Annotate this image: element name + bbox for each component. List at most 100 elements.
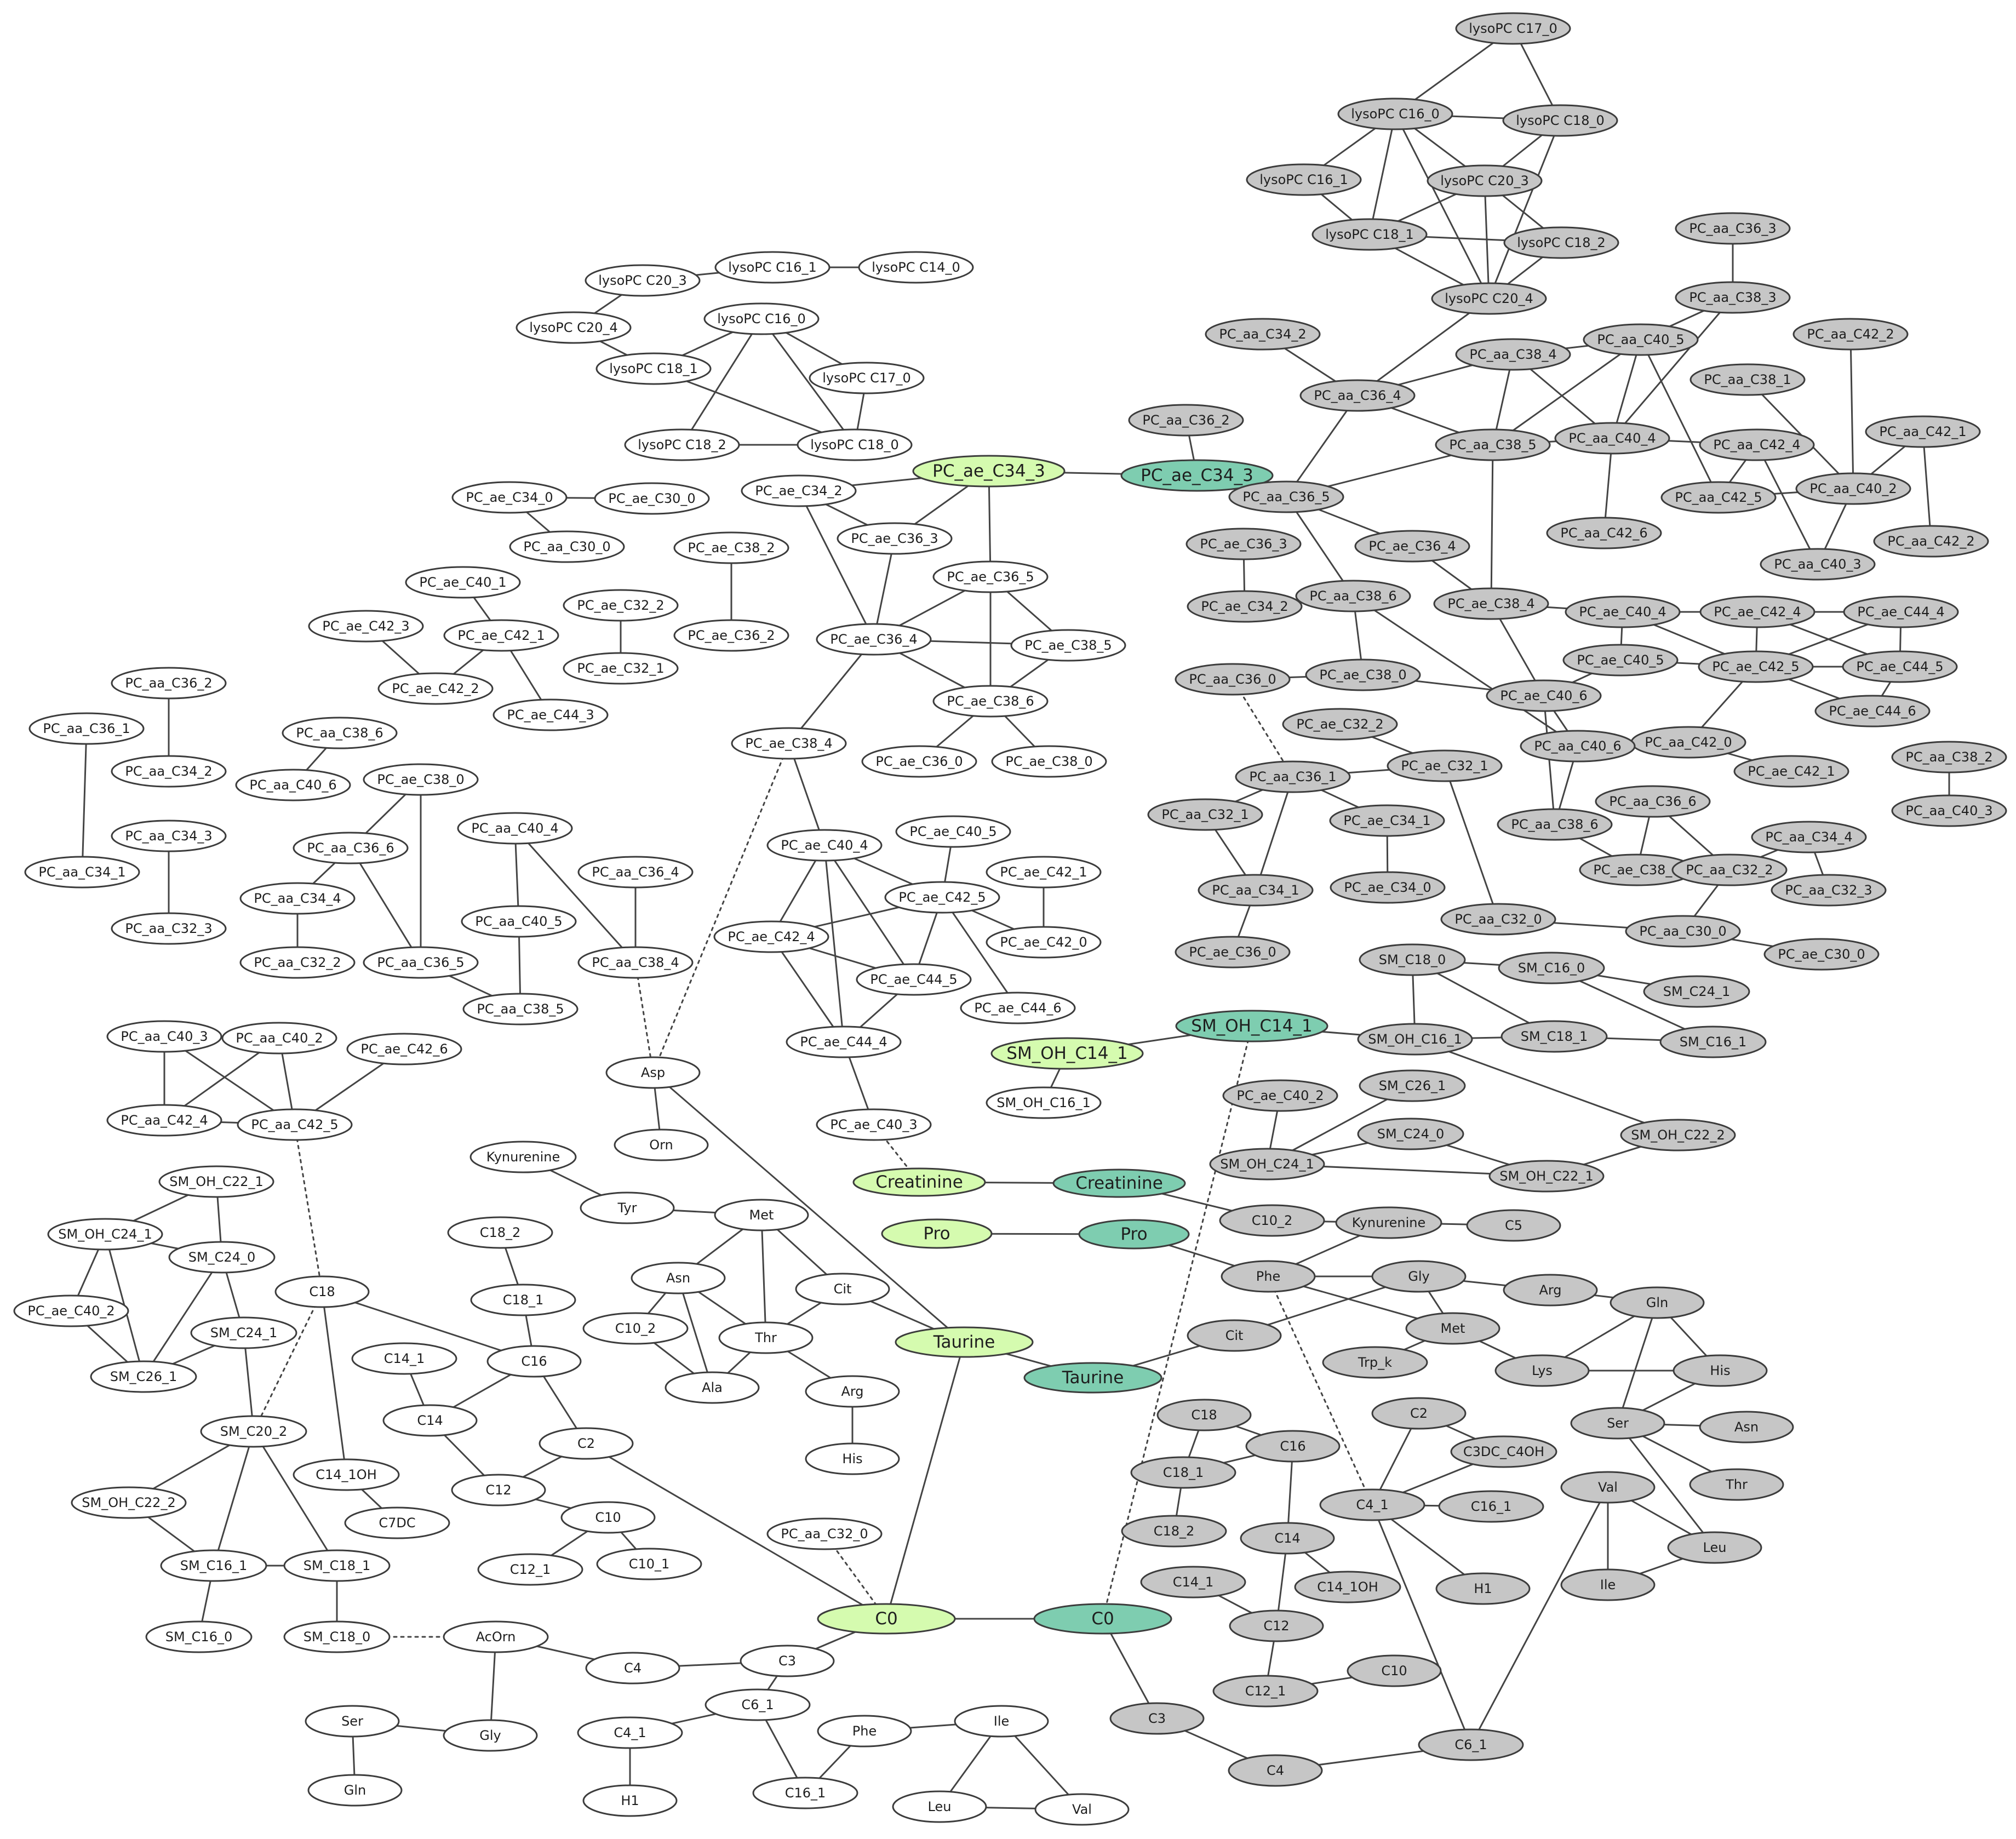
node-w_PCaa404[interactable]: PC_aa_C40_4 bbox=[457, 812, 573, 845]
node-g_His[interactable]: His bbox=[1673, 1354, 1768, 1387]
node-g_Thr[interactable]: Thr bbox=[1689, 1468, 1784, 1501]
node-w_H1[interactable]: H1 bbox=[582, 1784, 678, 1817]
node-w_lyso203[interactable]: lysoPC C20_3 bbox=[585, 264, 701, 297]
node-w_Met[interactable]: Met bbox=[714, 1199, 809, 1231]
node-w_Gln[interactable]: Gln bbox=[307, 1774, 403, 1807]
node-w_C3[interactable]: C3 bbox=[740, 1645, 835, 1677]
node-g_PCaa420[interactable]: PC_aa_C42_0 bbox=[1630, 726, 1746, 759]
node-w_C14[interactable]: C14 bbox=[382, 1404, 478, 1437]
node-w_PCaa342[interactable]: PC_aa_C34_2 bbox=[111, 755, 227, 788]
node-g_PCae405[interactable]: PC_ae_C40_5 bbox=[1562, 644, 1679, 677]
node-w_PCae382[interactable]: PC_ae_C38_2 bbox=[673, 531, 789, 564]
node-g_PCae300[interactable]: PC_ae_C30_0 bbox=[1763, 938, 1880, 971]
node-w_PCaa403[interactable]: PC_aa_C40_3 bbox=[106, 1020, 222, 1053]
node-g_Phe[interactable]: Phe bbox=[1221, 1260, 1316, 1293]
node-w_SMOH222[interactable]: SM_OH_C22_2 bbox=[71, 1486, 187, 1519]
node-g_C16[interactable]: C16 bbox=[1245, 1430, 1341, 1463]
node-g_C3DC[interactable]: C3DC_C4OH bbox=[1450, 1435, 1557, 1468]
node-g_PCaa364[interactable]: PC_aa_C36_4 bbox=[1299, 379, 1416, 412]
node-w_Cit[interactable]: Cit bbox=[795, 1273, 890, 1305]
node-w_C14_1OH[interactable]: C14_1OH bbox=[293, 1458, 400, 1491]
node-g_C4_1[interactable]: C4_1 bbox=[1319, 1488, 1425, 1521]
node-w_C2[interactable]: C2 bbox=[539, 1427, 634, 1460]
node-w_PCae420[interactable]: PC_ae_C42_0 bbox=[986, 926, 1102, 959]
node-w_Leu[interactable]: Leu bbox=[892, 1790, 987, 1823]
node-g_PCaa386b[interactable]: PC_aa_C38_6 bbox=[1497, 808, 1613, 841]
node-g_C3[interactable]: C3 bbox=[1109, 1702, 1205, 1735]
node-w_Thr[interactable]: Thr bbox=[718, 1321, 814, 1354]
node-g_lyso160[interactable]: lysoPC C16_0 bbox=[1337, 98, 1453, 130]
node-g_Ser[interactable]: Ser bbox=[1570, 1407, 1665, 1440]
node-g_PCae404[interactable]: PC_ae_C40_4 bbox=[1565, 595, 1681, 628]
node-g_PCaa365[interactable]: PC_aa_C36_5 bbox=[1228, 480, 1344, 513]
node-g_Asn[interactable]: Asn bbox=[1699, 1411, 1794, 1443]
node-w_Ser[interactable]: Ser bbox=[305, 1705, 400, 1738]
node-w_PCae425[interactable]: PC_ae_C42_5 bbox=[884, 881, 1000, 914]
node-g_PCaa422[interactable]: PC_aa_C42_2 bbox=[1792, 318, 1909, 351]
node-g_PCaa424[interactable]: PC_aa_C42_4 bbox=[1699, 428, 1815, 461]
node-t_Pro[interactable]: Pro bbox=[1078, 1219, 1190, 1250]
node-g_PCae342[interactable]: PC_ae_C34_2 bbox=[1187, 590, 1303, 623]
node-w_PCae421[interactable]: PC_ae_C42_1 bbox=[443, 619, 559, 652]
node-g_PCaa322[interactable]: PC_aa_C32_2 bbox=[1671, 853, 1788, 886]
node-w_PCae401[interactable]: PC_ae_C40_1 bbox=[405, 566, 521, 599]
node-w_C6_1[interactable]: C6_1 bbox=[705, 1688, 811, 1721]
node-w_Kyn[interactable]: Kynurenine bbox=[469, 1141, 577, 1173]
node-g_Arg[interactable]: Arg bbox=[1503, 1274, 1598, 1307]
node-w_C10_2[interactable]: C10_2 bbox=[582, 1312, 689, 1345]
node-w_PCae446[interactable]: PC_ae_C44_6 bbox=[960, 992, 1076, 1024]
node-w_SMOH241[interactable]: SM_OH_C24_1 bbox=[47, 1218, 163, 1251]
node-w_Ile[interactable]: Ile bbox=[954, 1705, 1049, 1738]
node-g_C10[interactable]: C10 bbox=[1347, 1654, 1442, 1687]
node-g_SMOH241[interactable]: SM_OH_C24_1 bbox=[1209, 1148, 1325, 1181]
node-lg_SMOH141[interactable]: SM_OH_C14_1 bbox=[990, 1037, 1144, 1070]
node-g_C5[interactable]: C5 bbox=[1466, 1209, 1561, 1242]
node-g_PCaa300[interactable]: PC_aa_C30_0 bbox=[1625, 915, 1741, 948]
node-g_PCae445[interactable]: PC_ae_C44_5 bbox=[1842, 650, 1958, 683]
node-w_PCae404[interactable]: PC_ae_C40_4 bbox=[766, 829, 883, 862]
node-g_PCaa421[interactable]: PC_aa_C42_1 bbox=[1865, 415, 1981, 448]
node-w_PCaa322[interactable]: PC_aa_C32_2 bbox=[239, 946, 356, 979]
node-w_C12[interactable]: C12 bbox=[451, 1474, 546, 1506]
node-lg_C0[interactable]: C0 bbox=[817, 1603, 956, 1635]
node-g_PCaa404[interactable]: PC_aa_C40_4 bbox=[1554, 422, 1670, 455]
node-g_PCae425[interactable]: PC_ae_C42_5 bbox=[1698, 650, 1814, 683]
node-w_Asn[interactable]: Asn bbox=[631, 1262, 726, 1294]
node-w_PCaa362[interactable]: PC_aa_C36_2 bbox=[111, 667, 227, 700]
node-lg_Taur[interactable]: Taurine bbox=[895, 1326, 1034, 1358]
node-lg_PCae343[interactable]: PC_ae_C34_3 bbox=[912, 455, 1066, 488]
node-w_PCae360[interactable]: PC_ae_C36_0 bbox=[861, 745, 977, 778]
node-g_lyso204[interactable]: lysoPC C20_4 bbox=[1431, 282, 1547, 315]
node-w_PCaa365[interactable]: PC_aa_C36_5 bbox=[363, 946, 479, 979]
node-g_lyso180[interactable]: lysoPC C18_0 bbox=[1502, 104, 1618, 137]
node-w_PCae380b[interactable]: PC_ae_C38_0 bbox=[363, 763, 479, 796]
node-w_PCae362[interactable]: PC_ae_C36_2 bbox=[673, 619, 789, 652]
node-w_PCae444[interactable]: PC_ae_C44_4 bbox=[786, 1026, 902, 1058]
node-w_SM241[interactable]: SM_C24_1 bbox=[190, 1316, 297, 1349]
node-g_Met[interactable]: Met bbox=[1405, 1312, 1500, 1345]
node-w_PCaa402[interactable]: PC_aa_C40_2 bbox=[221, 1022, 337, 1055]
node-g_PCaa323[interactable]: PC_aa_C32_3 bbox=[1771, 874, 1887, 907]
node-w_PCae340[interactable]: PC_ae_C34_0 bbox=[451, 481, 568, 514]
node-g_PCaa360[interactable]: PC_aa_C36_0 bbox=[1175, 663, 1291, 696]
node-g_PCaa321[interactable]: PC_aa_C32_1 bbox=[1147, 798, 1263, 831]
node-g_SM160[interactable]: SM_C16_0 bbox=[1498, 952, 1605, 984]
node-g_SMOH222[interactable]: SM_OH_C22_2 bbox=[1620, 1119, 1736, 1151]
node-w_SMOH161[interactable]: SM_OH_C16_1 bbox=[986, 1086, 1102, 1119]
node-g_PCaa403b[interactable]: PC_aa_C40_3 bbox=[1891, 794, 2007, 827]
node-w_PCaa384[interactable]: PC_aa_C38_4 bbox=[577, 946, 694, 979]
node-g_Ile[interactable]: Ile bbox=[1560, 1568, 1656, 1601]
node-g_PCaa342[interactable]: PC_aa_C34_2 bbox=[1205, 318, 1321, 351]
node-g_Gln[interactable]: Gln bbox=[1610, 1286, 1705, 1319]
node-g_PCae341[interactable]: PC_ae_C34_1 bbox=[1329, 804, 1445, 837]
node-w_PCae423[interactable]: PC_ae_C42_3 bbox=[308, 610, 424, 643]
node-g_Leu[interactable]: Leu bbox=[1667, 1531, 1762, 1564]
node-lg_Pro[interactable]: Pro bbox=[881, 1218, 993, 1249]
node-w_C18[interactable]: C18 bbox=[274, 1275, 370, 1308]
node-g_SM161[interactable]: SM_C16_1 bbox=[1659, 1026, 1767, 1058]
node-g_PCaa362[interactable]: PC_aa_C36_2 bbox=[1128, 404, 1244, 437]
node-g_SMOH221[interactable]: SM_OH_C22_1 bbox=[1488, 1160, 1605, 1193]
node-w_PCaa424[interactable]: PC_aa_C42_4 bbox=[106, 1104, 222, 1137]
node-w_C18_1[interactable]: C18_1 bbox=[470, 1284, 576, 1316]
node-g_C6_1[interactable]: C6_1 bbox=[1418, 1728, 1524, 1761]
